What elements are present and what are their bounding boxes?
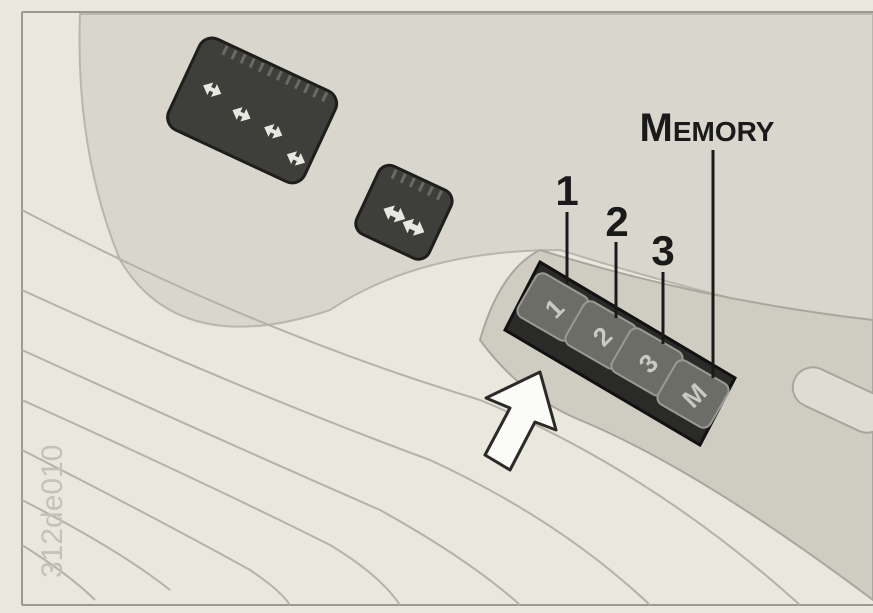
callout-label-1: 1 xyxy=(555,167,578,214)
pointer-arrow-icon xyxy=(485,372,556,470)
memory-label: Memory xyxy=(640,106,775,150)
callout-label-2: 2 xyxy=(605,198,628,245)
image-code: 312de010 xyxy=(36,445,69,578)
callout-label-3: 3 xyxy=(651,227,674,274)
